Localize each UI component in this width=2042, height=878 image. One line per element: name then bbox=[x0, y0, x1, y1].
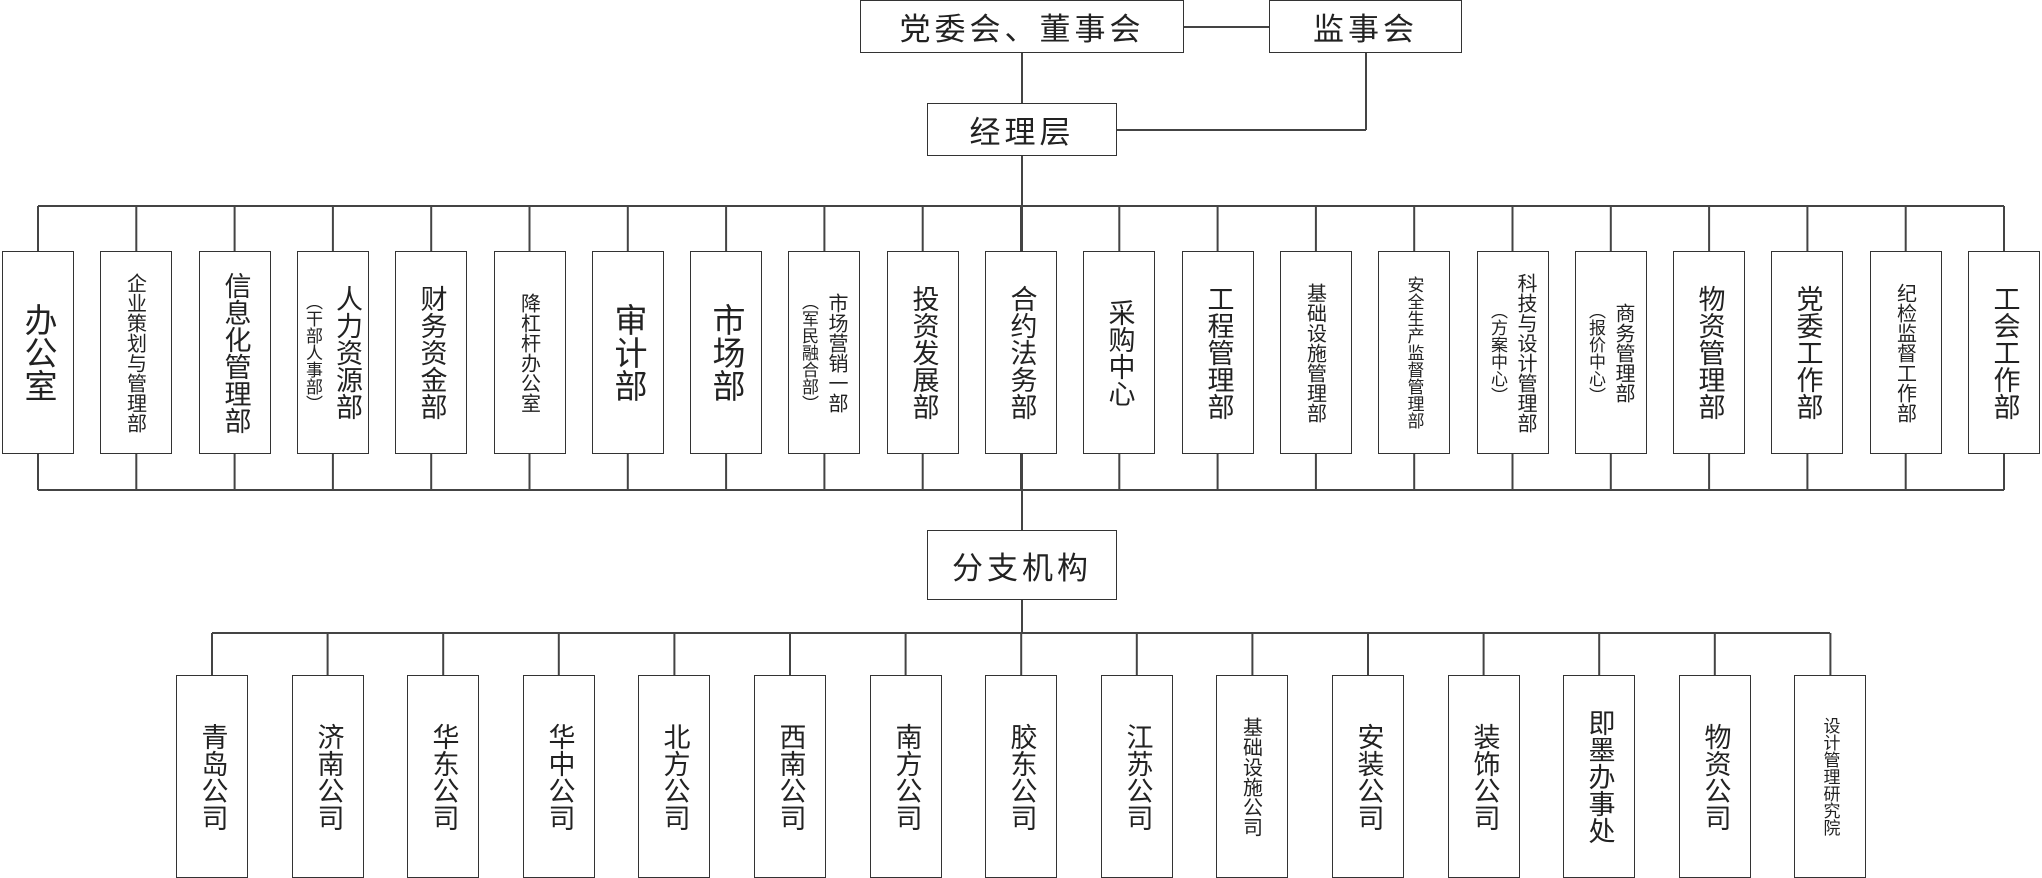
branch-box: 装饰公司 bbox=[1448, 675, 1520, 878]
department-label: 财务资金部 bbox=[415, 285, 447, 420]
branch-box: 基础设施公司 bbox=[1216, 675, 1288, 878]
department-label: 基础设施管理部 bbox=[1303, 282, 1328, 423]
department-box: 信息化管理部 bbox=[199, 251, 271, 454]
department-box: 物资管理部 bbox=[1673, 251, 1745, 454]
department-label: 采购中心 bbox=[1103, 298, 1135, 407]
department-box: 财务资金部 bbox=[395, 251, 467, 454]
branch-box: 胶东公司 bbox=[985, 675, 1057, 878]
department-box: 市场营销一部 （军民融合部） bbox=[788, 251, 860, 454]
management-label: 经理层 bbox=[969, 115, 1075, 151]
department-box: 采购中心 bbox=[1083, 251, 1155, 454]
branch-label: 物资公司 bbox=[1699, 722, 1731, 831]
party-board-label: 党委会、董事会 bbox=[899, 12, 1145, 48]
department-box: 工会工作部 bbox=[1968, 251, 2040, 454]
branch-box: 物资公司 bbox=[1679, 675, 1751, 878]
branch-box: 华中公司 bbox=[523, 675, 595, 878]
department-label: 审计部 bbox=[609, 303, 648, 402]
branch-label: 基础设施公司 bbox=[1239, 716, 1264, 837]
department-box: 人力资源部 （干部人事部） bbox=[297, 251, 369, 454]
branch-box: 西南公司 bbox=[754, 675, 826, 878]
branch-box: 济南公司 bbox=[292, 675, 364, 878]
branch-box: 江苏公司 bbox=[1101, 675, 1173, 878]
branch-box: 安装公司 bbox=[1332, 675, 1404, 878]
department-box: 合约法务部 bbox=[985, 251, 1057, 454]
branch-label: 济南公司 bbox=[312, 722, 344, 831]
branch-box: 设计管理研究院 bbox=[1794, 675, 1866, 878]
branch-label: 西南公司 bbox=[774, 722, 806, 831]
department-label: 工程管理部 bbox=[1202, 285, 1234, 420]
branch-box: 青岛公司 bbox=[176, 675, 248, 878]
department-label: 工会工作部 bbox=[1988, 285, 2020, 420]
department-box: 党委工作部 bbox=[1771, 251, 1843, 454]
management-box: 经理层 bbox=[927, 103, 1117, 156]
department-box: 纪检监督工作部 bbox=[1870, 251, 1942, 454]
branch-label: 华中公司 bbox=[543, 722, 575, 831]
department-label: 科技与设计管理部 bbox=[1514, 272, 1538, 433]
department-box: 市场部 bbox=[690, 251, 762, 454]
department-label: 投资发展部 bbox=[907, 285, 939, 420]
department-box: 科技与设计管理部 （方案中心） bbox=[1477, 251, 1549, 454]
department-label: 信息化管理部 bbox=[219, 271, 251, 434]
department-label: 人力资源部 bbox=[331, 285, 362, 420]
department-box: 投资发展部 bbox=[887, 251, 959, 454]
branch-label: 装饰公司 bbox=[1468, 722, 1500, 831]
branch-box: 华东公司 bbox=[407, 675, 479, 878]
branch-box: 南方公司 bbox=[870, 675, 942, 878]
branch-label: 青岛公司 bbox=[196, 722, 228, 831]
department-label: 纪检监督工作部 bbox=[1893, 282, 1918, 423]
branch-label: 安装公司 bbox=[1352, 722, 1384, 831]
department-label: 降杠杆办公室 bbox=[517, 292, 542, 413]
department-label: 商务管理部 bbox=[1612, 302, 1636, 403]
branch-box: 即墨办事处 bbox=[1563, 675, 1635, 878]
department-box: 审计部 bbox=[592, 251, 664, 454]
department-label: 企业策划与管理部 bbox=[123, 272, 148, 433]
department-sublabel: （干部人事部） bbox=[302, 293, 322, 412]
party-board-box: 党委会、董事会 bbox=[860, 0, 1184, 53]
department-box: 企业策划与管理部 bbox=[100, 251, 172, 454]
branch-label: 设计管理研究院 bbox=[1819, 717, 1840, 836]
department-sublabel: （报价中心） bbox=[1585, 301, 1605, 404]
department-label: 办公室 bbox=[19, 303, 58, 402]
branch-label: 北方公司 bbox=[658, 722, 690, 831]
branch-label: 南方公司 bbox=[890, 722, 922, 831]
branch-institutions-box: 分支机构 bbox=[927, 530, 1117, 600]
department-sublabel: （方案中心） bbox=[1487, 301, 1507, 404]
department-box: 商务管理部 （报价中心） bbox=[1575, 251, 1647, 454]
department-box: 安全生产监督管理部 bbox=[1378, 251, 1450, 454]
department-label: 党委工作部 bbox=[1791, 285, 1823, 420]
supervisory-board-label: 监事会 bbox=[1313, 12, 1418, 48]
supervisory-board-box: 监事会 bbox=[1269, 0, 1462, 53]
branch-label: 胶东公司 bbox=[1005, 722, 1037, 831]
department-label: 安全生产监督管理部 bbox=[1403, 276, 1424, 429]
branch-label: 即墨办事处 bbox=[1583, 709, 1615, 844]
department-box: 工程管理部 bbox=[1182, 251, 1254, 454]
department-label: 市场部 bbox=[707, 303, 746, 402]
department-box: 基础设施管理部 bbox=[1280, 251, 1352, 454]
department-sublabel: （军民融合部） bbox=[798, 293, 818, 412]
department-box: 办公室 bbox=[2, 251, 74, 454]
branch-institutions-label: 分支机构 bbox=[952, 550, 1092, 587]
branch-box: 北方公司 bbox=[638, 675, 710, 878]
department-label: 市场营销一部 bbox=[825, 292, 849, 413]
department-label: 合约法务部 bbox=[1005, 285, 1037, 420]
branch-label: 华东公司 bbox=[427, 722, 459, 831]
department-label: 物资管理部 bbox=[1693, 285, 1725, 420]
branch-label: 江苏公司 bbox=[1121, 722, 1153, 831]
department-box: 降杠杆办公室 bbox=[494, 251, 566, 454]
